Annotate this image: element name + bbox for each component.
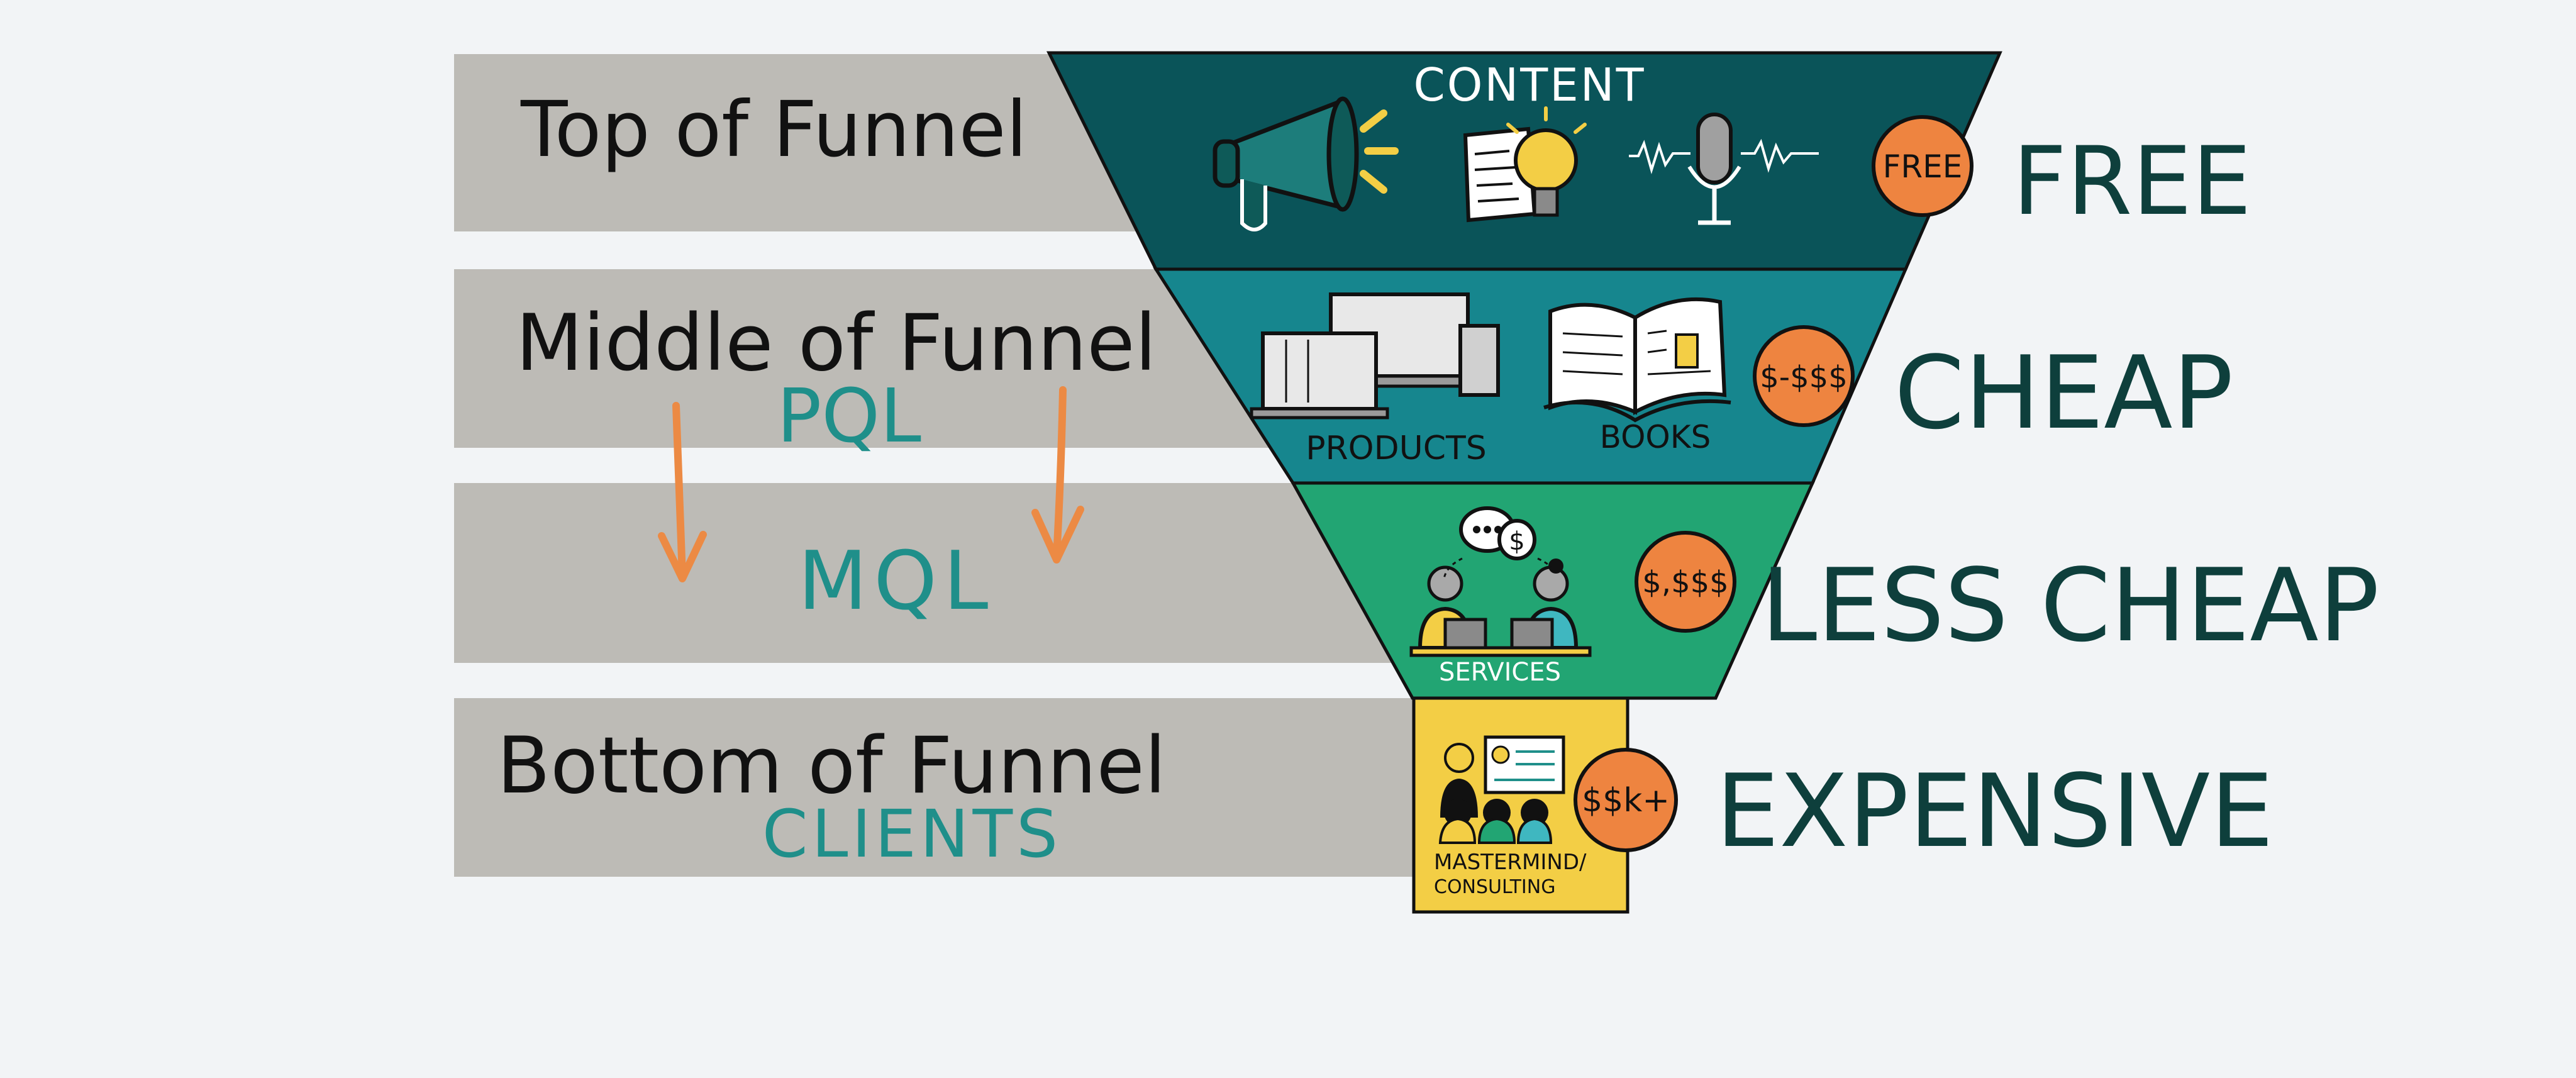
people-laptops-icon [1409, 557, 1592, 657]
price-word-cheap: CHEAP [1894, 334, 2233, 452]
band-subtitle-mql: MQL [798, 535, 995, 628]
band-title-top: Top of Funnel [520, 85, 1027, 174]
band-subtitle-clients: CLIENTS [762, 796, 1062, 872]
price-word-less-cheap: LESS CHEAP [1761, 547, 2379, 664]
idea-document-icon [1463, 106, 1587, 223]
price-word-expensive: EXPENSIVE [1716, 752, 2273, 870]
svg-text:$$k+: $$k+ [1582, 782, 1670, 820]
tier-label-books: BOOKS [1600, 419, 1711, 455]
svg-text:$: $ [1509, 527, 1524, 556]
price-badge-cheap: $-$$$ [1753, 325, 1855, 427]
megaphone-icon [1213, 96, 1399, 231]
band-top [454, 54, 1158, 231]
open-book-icon [1543, 297, 1731, 423]
price-badge-expensive: $$k+ [1574, 748, 1678, 852]
price-badge-less-cheap: $,$$$ [1635, 531, 1736, 633]
svg-text:$-$$$: $-$$$ [1760, 360, 1847, 395]
devices-icon [1250, 292, 1500, 420]
group-meeting-icon [1438, 735, 1565, 844]
band-title-bottom: Bottom of Funnel [497, 721, 1166, 811]
band-mql [454, 483, 1410, 663]
band-bottom [454, 698, 1420, 877]
tier-label-services: SERVICES [1439, 658, 1561, 687]
price-word-free: FREE [2012, 127, 2251, 236]
band-title-middle: Middle of Funnel [516, 298, 1157, 389]
svg-text:$,$$$: $,$$$ [1642, 565, 1728, 600]
arrow-pql-to-mql-left [658, 402, 707, 582]
conversation-icon: $ [1459, 506, 1536, 560]
tier-label-products: PRODUCTS [1306, 430, 1487, 467]
arrow-pql-to-mql-right [1031, 386, 1084, 564]
tier-label-mastermind: MASTERMIND/ [1434, 850, 1587, 875]
tier-label-consulting: CONSULTING [1434, 876, 1555, 898]
podcast-microphone-icon [1629, 113, 1819, 225]
band-middle [454, 269, 1284, 448]
price-badge-free: FREE [1872, 115, 1974, 217]
svg-text:FREE: FREE [1883, 148, 1963, 185]
band-subtitle-pql: PQL [777, 372, 921, 459]
tier-label-content: CONTENT [1413, 58, 1645, 111]
